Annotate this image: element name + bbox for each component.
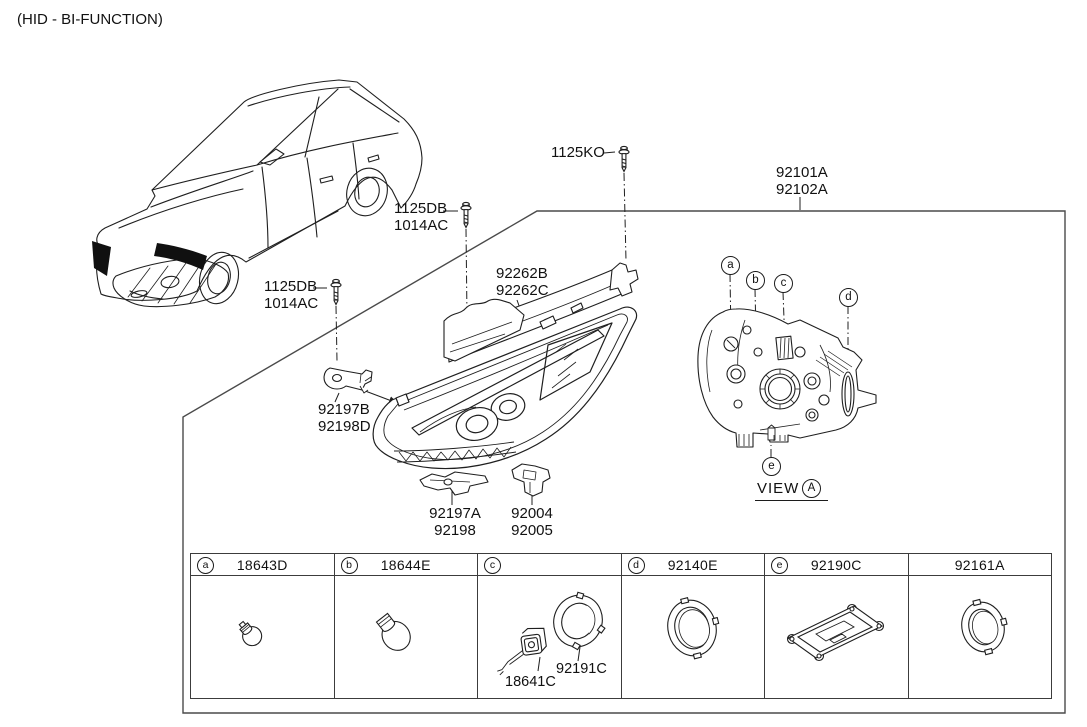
ring-92191c-drawing — [553, 591, 606, 651]
bulb-18644e-drawing — [375, 612, 411, 651]
view-underline — [755, 500, 828, 501]
assembly-boundary-box — [182, 210, 1066, 714]
parts-table-column-c: c — [478, 554, 622, 698]
bulb-18643d-drawing — [238, 620, 263, 647]
parts-table: a 18643D b 18644E c d 92140E — [190, 553, 1052, 699]
view-ref-circle: A — [802, 479, 821, 498]
bolt-1125db-upper-icon — [460, 201, 472, 229]
marker-a: a — [721, 256, 740, 275]
callout-assembly: 92101A 92102A — [776, 164, 828, 198]
marker-c-header: c — [484, 557, 501, 574]
mount-bracket-upper — [323, 367, 373, 394]
marker-e-header: e — [771, 557, 788, 574]
parts-table-cell-b — [335, 576, 478, 698]
parts-table-header-b: b 18644E — [334, 554, 477, 576]
page-title: (HID - BI-FUNCTION) — [17, 11, 163, 28]
parts-table-header-e: e 92190C — [765, 554, 908, 576]
callout-1125ko: 1125KO — [551, 144, 605, 161]
part-number: 92140E — [667, 556, 718, 573]
marker-a-header: a — [197, 557, 214, 574]
parts-table-cell-f — [909, 576, 1052, 698]
part-number: 18644E — [380, 556, 431, 573]
callout-1125db-upper: 1125DB 1014AC — [394, 200, 449, 234]
bolt-1125db-lower-icon — [330, 278, 342, 306]
label-92191c: 92191C — [556, 661, 607, 677]
view-label: VIEW — [757, 480, 800, 497]
headlamp-trim-strip — [443, 262, 639, 363]
callout-retainer: 92004 92005 — [511, 505, 553, 539]
parts-table-cell-a — [191, 576, 334, 698]
parts-table-header-f: 92161A — [908, 554, 1051, 576]
parts-table-header-d: d 92140E — [621, 554, 764, 576]
parts-table-cell-d — [622, 576, 765, 698]
bolt-1125ko-icon — [618, 145, 630, 173]
parts-table-header-c: c — [478, 554, 621, 576]
marker-b: b — [746, 271, 765, 290]
callout-1125db-lower: 1125DB 1014AC — [264, 278, 319, 312]
callout-bracket-upper: 92197B 92198D — [318, 401, 371, 435]
igniter-18641c-drawing — [497, 627, 547, 676]
marker-b-header: b — [340, 557, 358, 574]
car-illustration — [92, 79, 423, 308]
part-number: 18643D — [236, 556, 288, 573]
part-number: 92161A — [954, 556, 1005, 573]
marker-d-header: d — [627, 557, 645, 574]
label-18641c: 18641C — [505, 674, 556, 690]
parts-table-column-a: a 18643D — [191, 554, 335, 698]
car-headlamp-silhouette — [154, 243, 207, 270]
retainer-clip — [511, 463, 551, 497]
parts-table-cell-e — [765, 576, 908, 698]
part-number: 92190C — [810, 556, 862, 573]
marker-d: d — [839, 288, 858, 307]
marker-e: e — [762, 457, 781, 476]
callout-bracket-lower: 92197A 92198 — [429, 505, 481, 539]
callout-trim-strip: 92262B 92262C — [496, 265, 549, 299]
mount-bracket-lower — [419, 471, 489, 496]
headlamp-rear-view — [697, 308, 877, 448]
parts-table-column-d: d 92140E — [621, 554, 765, 698]
parts-table-column-e: e 92190C — [765, 554, 909, 698]
parts-table-header-a: a 18643D — [191, 554, 334, 576]
ballast-92190c-drawing — [786, 603, 885, 662]
parts-table-column-b: b 18644E — [334, 554, 478, 698]
ring-92161a-drawing — [961, 598, 1008, 656]
parts-table-cell-c — [478, 576, 621, 698]
marker-c: c — [774, 274, 793, 293]
headlamp-front-view — [372, 306, 638, 470]
ring-92140e-drawing — [667, 597, 720, 660]
parts-table-column-f: 92161A — [908, 554, 1052, 698]
